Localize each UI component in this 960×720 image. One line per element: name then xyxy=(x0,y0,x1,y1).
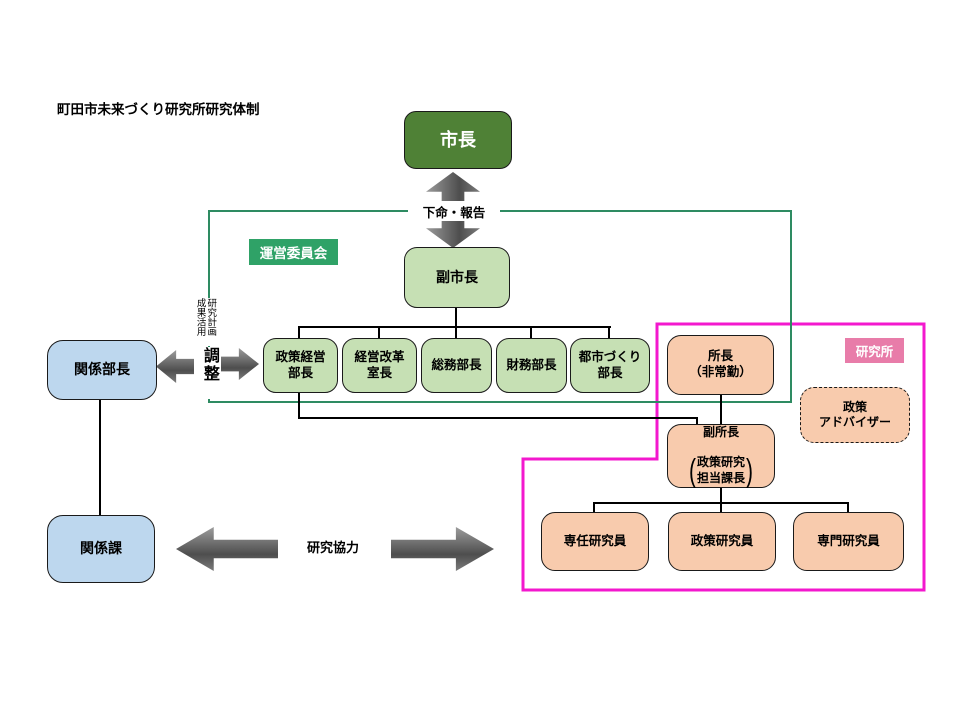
note-result-use: 成果活用 xyxy=(194,298,206,336)
connector-stub-researcher3 xyxy=(847,502,849,513)
specialist-researcher-box: 専門研究員 xyxy=(793,512,904,571)
connector-into-deputy-director xyxy=(696,417,698,425)
related-manager-box: 関係部長 xyxy=(47,340,157,400)
deputy-mayor-box: 副市長 xyxy=(404,247,510,308)
policy-researcher-box: 政策研究員 xyxy=(668,512,776,571)
bracket-open: ( xyxy=(688,453,696,489)
coordination-notes: 研究計画 成果活用 xyxy=(192,298,218,346)
institute-label: 研究所 xyxy=(845,338,904,363)
connector-stub-dept5 xyxy=(608,326,610,338)
connector-manager-to-section xyxy=(99,400,101,516)
director-box: 所長 （非常勤） xyxy=(667,335,774,395)
steering-committee-label: 運営委員会 xyxy=(249,239,338,265)
dept-general-affairs-box: 総務部長 xyxy=(421,338,492,393)
policy-advisor-box: 政策 アドバイザー xyxy=(800,387,910,443)
connector-stub-dept1 xyxy=(298,326,300,338)
command-report-label: 下命・報告 xyxy=(408,201,500,221)
connector-dept1-to-deputy-director xyxy=(298,417,698,419)
senior-researcher-box: 専任研究員 xyxy=(541,512,649,571)
dept-finance-box: 財務部長 xyxy=(496,338,567,393)
connector-stub-dept4 xyxy=(530,326,532,338)
deputy-director-box: 副所長 ( 政策研究 担当課長 ) xyxy=(667,424,775,488)
connector-stub-researcher2 xyxy=(720,502,722,513)
bracket-close: ) xyxy=(746,453,753,489)
connector-deputy-director-down xyxy=(720,488,722,504)
connector-director-down xyxy=(720,395,722,425)
connector-stub-dept2 xyxy=(378,326,380,338)
connector-stub-researcher1 xyxy=(593,502,595,513)
note-research-plan: 研究計画 xyxy=(205,298,217,336)
connector-deputy-mayor-down xyxy=(455,308,457,328)
connector-dept1-down xyxy=(298,393,300,419)
dept-management-reform-box: 経営改革 室長 xyxy=(342,338,417,393)
coordination-label: 調整 xyxy=(197,347,221,399)
cooperation-label: 研究協力 xyxy=(295,536,371,557)
page-title: 町田市未来づくり研究所研究体制 xyxy=(57,102,260,117)
mayor-box: 市長 xyxy=(404,111,512,169)
connector-stub-dept3 xyxy=(455,326,457,338)
dept-policy-management-box: 政策経営 部長 xyxy=(263,338,338,393)
related-section-box: 関係課 xyxy=(47,515,155,583)
dept-urban-development-box: 都市づくり 部長 xyxy=(570,338,650,393)
deputy-director-title: 副所長 xyxy=(702,425,739,440)
deputy-director-subtitle: 政策研究 担当課長 xyxy=(696,455,745,485)
